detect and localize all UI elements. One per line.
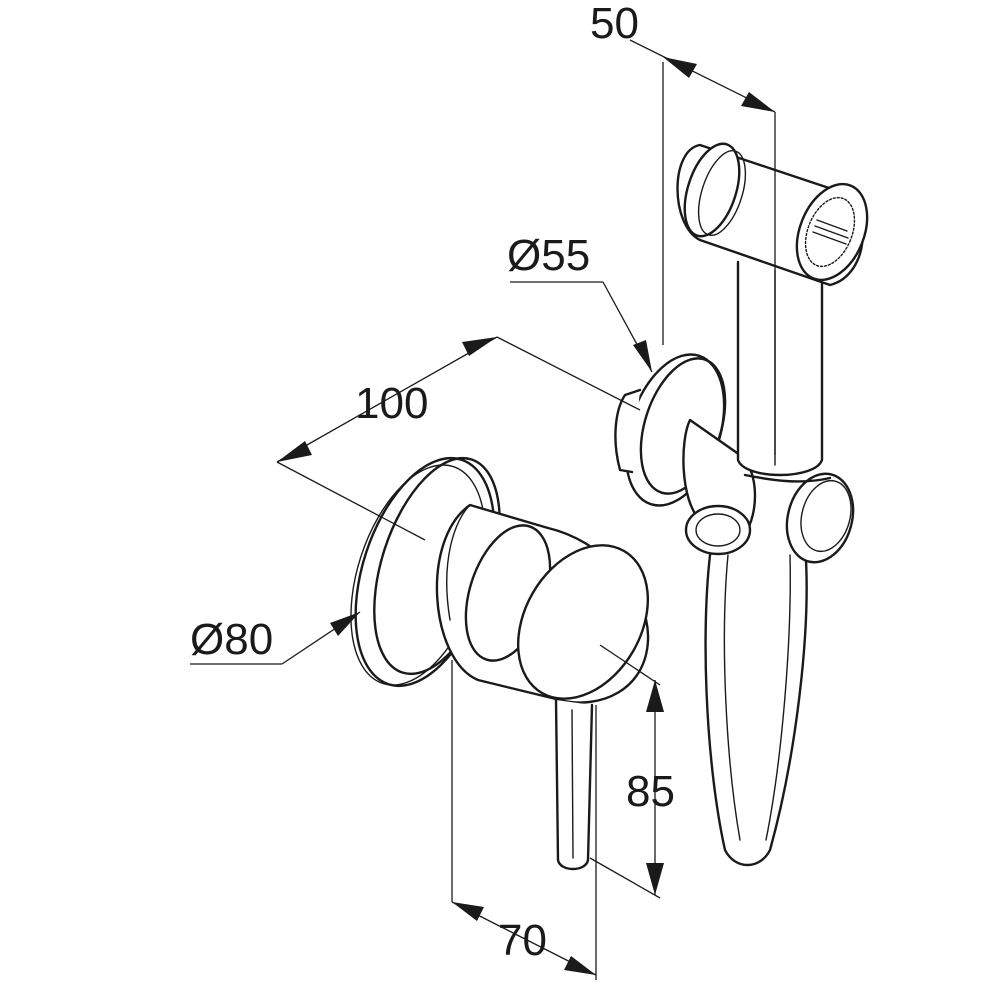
hose-connector (684, 472, 855, 564)
mixer-valve (350, 456, 650, 871)
dimension-line-d55 (510, 281, 653, 373)
dimension-line-85 (589, 644, 664, 899)
valve-body (435, 503, 650, 704)
lever-handle (554, 698, 594, 871)
dimension-line-70 (451, 660, 597, 980)
dimension-line-100 (276, 336, 641, 541)
shower-hose (704, 538, 808, 867)
label-d80: Ø80 (190, 615, 273, 664)
label-d55: Ø55 (507, 231, 590, 280)
dimension-line-d80 (190, 611, 361, 665)
shower-head (676, 142, 869, 477)
label-70: 70 (498, 916, 547, 965)
hygienic-shower (614, 142, 869, 867)
spray-nozzle-icon (812, 219, 849, 245)
label-100: 100 (355, 379, 428, 428)
label-85: 85 (626, 767, 675, 816)
label-50: 50 (590, 0, 639, 48)
dimension-line-50 (629, 39, 776, 455)
